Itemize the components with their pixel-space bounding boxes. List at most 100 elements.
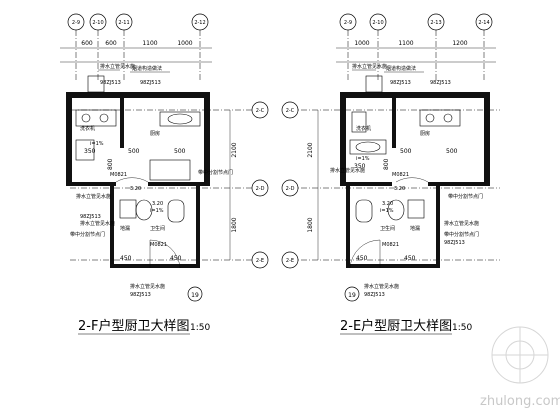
doors-2e: M0821 M0821 (382, 172, 429, 248)
room-dimensions-2f: 350 500 500 450 450 800 (84, 148, 186, 262)
top-dimensions-2e: 1000 1100 1200 (336, 40, 496, 63)
plan-2f: 2-9 2-10 2-11 2-12 600 600 1100 1000 2-C… (60, 13, 269, 335)
fixture-label: 地漏 (120, 225, 130, 232)
axis-label: 2-13 (430, 20, 441, 26)
axis-bubble (281, 179, 299, 197)
watermark-text: zhulong.com (480, 394, 560, 409)
plan-scale: 1:50 (190, 323, 210, 333)
dimension-text: 1200 (452, 40, 467, 47)
dimension-text: 2100 (307, 142, 314, 157)
axis-bubble (281, 251, 299, 269)
axis-bubble (251, 251, 269, 269)
axis-bubble (191, 13, 209, 31)
axis-label: 2-C (286, 108, 295, 114)
dimension-text: 450 (170, 255, 182, 262)
plan-2e: 2-9 2-10 2-13 2-14 1000 1100 1200 2-C 2-… (281, 13, 500, 335)
callout-text: 烟道构造做法 (386, 65, 416, 72)
dimension-text: 500 (446, 148, 458, 155)
ref-text: 98ZJ513 (140, 80, 161, 86)
axis-bubble (339, 13, 357, 31)
callout-text: 排水立管见水施 (330, 167, 365, 174)
slope-label: 3.20 (130, 186, 141, 192)
fixture-label: 洗衣机 (356, 125, 371, 132)
axis-label: 2-10 (372, 20, 383, 26)
top-axes-2f: 2-9 2-10 2-11 2-12 (67, 13, 209, 80)
dimension-text: 450 (356, 255, 368, 262)
dimension-text: 1800 (307, 217, 314, 232)
ref-text: 98ZJ513 (80, 214, 101, 220)
slope-label: i=1% (356, 156, 370, 162)
axis-bubble (427, 13, 445, 31)
plan-title: 2-F户型厨卫大样图 (78, 318, 189, 334)
axis-label: 2-D (286, 186, 295, 192)
watermark: zhulong.com (480, 326, 560, 409)
fixture-label: 卫生间 (150, 225, 165, 232)
fixture-label: 地漏 (410, 225, 420, 232)
callout-text: 排水立管见水施 (80, 220, 115, 227)
callout-text: 排水立管见水施 (352, 63, 387, 70)
door-label: M0821 (150, 242, 167, 248)
axis-label: 2-14 (478, 20, 489, 26)
axis-label: 2-E (256, 258, 264, 264)
axis-label: 2-C (256, 108, 265, 114)
callout-text: 排水立管见水施 (444, 220, 479, 227)
fixture-label: 厨房 (150, 130, 160, 137)
dimension-text: 800 (383, 158, 390, 170)
callout-text: 排水立管见水施 (130, 283, 165, 290)
axis-label: 2-D (256, 186, 265, 192)
axis-bubble (115, 13, 133, 31)
dimension-text: 450 (120, 255, 132, 262)
room-dimensions-2e: 350 500 500 450 450 800 (354, 148, 458, 262)
dimension-text: 350 (354, 163, 366, 170)
dimension-text: 1100 (142, 40, 157, 47)
slope-label: 3.20 (382, 201, 393, 207)
callout-text: 带中分割节点门 (70, 231, 105, 238)
door-label: M0821 (392, 172, 409, 178)
side-axes-2e: 2-C 2-D 2-E 2100 1800 (281, 101, 500, 269)
dimension-text: 350 (84, 148, 96, 155)
dimension-text: 600 (81, 40, 93, 47)
slope-label: i=1% (380, 208, 394, 214)
side-axes-2f: 2-C 2-D 2-E 2100 1800 (70, 101, 269, 269)
dimension-text: 450 (404, 255, 416, 262)
ref-text: 98ZJ513 (364, 292, 385, 298)
detail-bubble (344, 286, 360, 302)
callout-text: 带中分割节点门 (198, 169, 233, 176)
dimension-text: 1800 (231, 217, 238, 232)
callouts-2e: 排水立管见水施 烟道构造做法 98ZJ513 98ZJ513 排水立管见水施 排… (330, 63, 483, 302)
dimension-text: 500 (174, 148, 186, 155)
ref-text: 98ZJ513 (444, 240, 465, 246)
callout-text: 带中分割节点门 (444, 231, 479, 238)
axis-bubble (251, 179, 269, 197)
slope-label: 3.20 (394, 186, 405, 192)
top-dimensions-2f: 600 600 1100 1000 (60, 40, 212, 63)
callout-text: 排水立管见水施 (76, 193, 111, 200)
axis-bubble (369, 13, 387, 31)
ref-text: 98ZJ513 (390, 80, 411, 86)
walls-2e (340, 75, 490, 268)
axis-label: 2-11 (118, 20, 129, 26)
fixture-label: 卫生间 (380, 225, 395, 232)
doors-2f: M0821 M0821 (110, 172, 167, 248)
dimension-text: 500 (400, 148, 412, 155)
fixtures-2e: 洗衣机 厨房 卫生间 地漏 i=1% 3.20 i=1% 3.20 (349, 109, 461, 269)
axis-label: 2-9 (72, 20, 80, 26)
dimension-text: 2100 (231, 142, 238, 157)
dimension-text: 1000 (354, 40, 369, 47)
dimension-text: 500 (128, 148, 140, 155)
detail-number: 19 (191, 292, 199, 299)
dimension-text: 1100 (398, 40, 413, 47)
fixture-label: 厨房 (420, 130, 430, 137)
axis-label: 2-10 (92, 20, 103, 26)
callout-text: 排水立管见水施 (364, 283, 399, 290)
callout-text: 排水立管见水施 (100, 63, 135, 70)
dimension-text: 600 (105, 40, 117, 47)
axis-label: 2-9 (344, 20, 352, 26)
door-label: M0821 (110, 172, 127, 178)
detail-bubble (187, 286, 203, 302)
dimension-text: 800 (107, 158, 114, 170)
axis-bubble (67, 13, 85, 31)
axis-label: 2-12 (194, 20, 205, 26)
door-label: M0821 (382, 242, 399, 248)
